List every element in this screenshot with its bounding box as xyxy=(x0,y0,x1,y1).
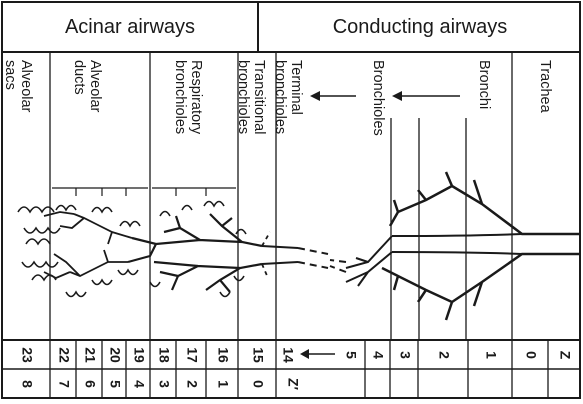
acinar-airways-heading: Acinar airways xyxy=(65,16,195,38)
label-bronchioles: Bronchioles xyxy=(370,60,386,136)
z-generation-value: 22 xyxy=(56,347,72,363)
z-generation-value: 20 xyxy=(107,347,123,363)
z-generation-value: 16 xyxy=(215,347,231,363)
z-row-label: Z xyxy=(557,351,573,360)
conducting-airways-heading: Conducting airways xyxy=(333,16,508,38)
zprime-generation-value: 5 xyxy=(107,380,123,388)
label-bronchi: Bronchi xyxy=(476,60,492,109)
generation-brackets xyxy=(52,187,236,196)
label-respiratory-bronchioles: Respiratory bronchioles xyxy=(172,60,204,138)
zprime-generation-value: 7 xyxy=(56,380,72,388)
zprime-generation-value: 3 xyxy=(156,380,172,388)
arrow-left-icon xyxy=(392,91,402,101)
conducting-airway-tree xyxy=(345,171,580,321)
z-generation-value: 23 xyxy=(19,347,35,363)
zprime-generation-value: 1 xyxy=(215,380,231,388)
label-trachea: Trachea xyxy=(537,60,553,114)
zprime-row-label: Z′ xyxy=(285,378,301,391)
acinar-branches xyxy=(43,211,263,293)
z-generation-value: 0 xyxy=(523,351,539,359)
arrow-left-icon xyxy=(300,349,309,359)
zprime-generation-value: 6 xyxy=(82,380,98,388)
z-row-arrow xyxy=(300,349,335,359)
zone-guide-lines xyxy=(390,118,467,340)
z-generation-value: 17 xyxy=(184,347,200,363)
zprime-generation-value: 2 xyxy=(184,380,200,388)
terminal-bronchiole-branch xyxy=(261,231,347,279)
z-generation-value: 18 xyxy=(156,347,172,363)
z-generation-value: 19 xyxy=(131,347,147,363)
z-generation-value: 1 xyxy=(483,351,499,359)
z-generation-value: 5 xyxy=(343,351,359,359)
z-generation-value: 14 xyxy=(280,347,296,363)
column-labels: Alveolar sacs Alveolar ducts Respiratory… xyxy=(2,60,553,138)
z-generation-value: 15 xyxy=(250,347,266,363)
zprime-generation-value: 4 xyxy=(131,380,147,388)
z-generation-value: 21 xyxy=(82,347,98,363)
direction-arrows xyxy=(310,91,460,101)
z-generation-value: 4 xyxy=(370,351,386,359)
arrow-left-icon xyxy=(310,91,320,101)
z-generation-value: 2 xyxy=(436,351,452,359)
zprime-generation-value: 0 xyxy=(250,380,266,388)
label-transitional-bronchioles: Transitional bronchioles xyxy=(235,60,267,138)
table-separators xyxy=(49,340,549,398)
alveolar-sacs-clusters xyxy=(17,200,247,298)
zprime-generation-value: 8 xyxy=(19,380,35,388)
label-alveolar-sacs: Alveolar sacs xyxy=(2,60,34,116)
label-alveolar-ducts: Alveolar ducts xyxy=(71,60,103,116)
z-generation-value: 3 xyxy=(397,351,413,359)
label-terminal-bronchioles: Terminal bronchioles xyxy=(272,60,304,134)
column-separators xyxy=(49,52,513,340)
